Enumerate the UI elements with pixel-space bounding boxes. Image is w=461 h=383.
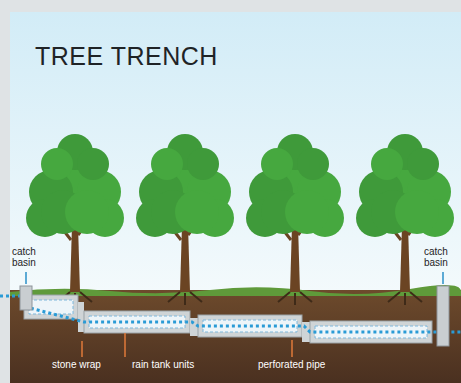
tree-roots [388,292,422,305]
perforated-pipe [0,296,461,332]
tree-canopy [285,190,329,234]
leader-line [25,272,27,284]
trench [0,295,461,343]
tree-canopy [65,190,109,234]
tree [246,134,344,305]
title: TREE TRENCH [35,42,218,71]
catch-basin-right [437,286,449,346]
tree-canopy [395,190,439,234]
tree-canopy [297,148,329,180]
part-label: stone wrap [52,359,101,370]
tree [26,134,124,305]
soil [10,290,461,383]
part-label: rain tank units [132,359,194,370]
tree-canopy [175,190,219,234]
trees [26,134,454,305]
tree [356,134,454,305]
tree-canopy [41,148,73,180]
tree-canopy [407,148,439,180]
catch-basin-left [20,286,32,310]
tree-roots [278,292,312,305]
tree [136,134,234,305]
sky [10,12,461,297]
tree-roots [168,292,202,305]
leader-line [291,340,293,357]
tree-canopy [77,148,109,180]
part-label: perforated pipe [258,359,325,370]
leader-line [81,341,83,357]
leader-line [124,333,126,357]
part-label: catch basin [424,246,458,268]
tree-canopy [371,148,403,180]
tree-canopy [151,148,183,180]
leader-line [442,272,444,284]
tree-canopy [187,148,219,180]
part-label: catch basin [12,246,46,268]
stone-wrap [78,302,84,332]
rain-tank-units [29,300,73,314]
tree-canopy [261,148,293,180]
